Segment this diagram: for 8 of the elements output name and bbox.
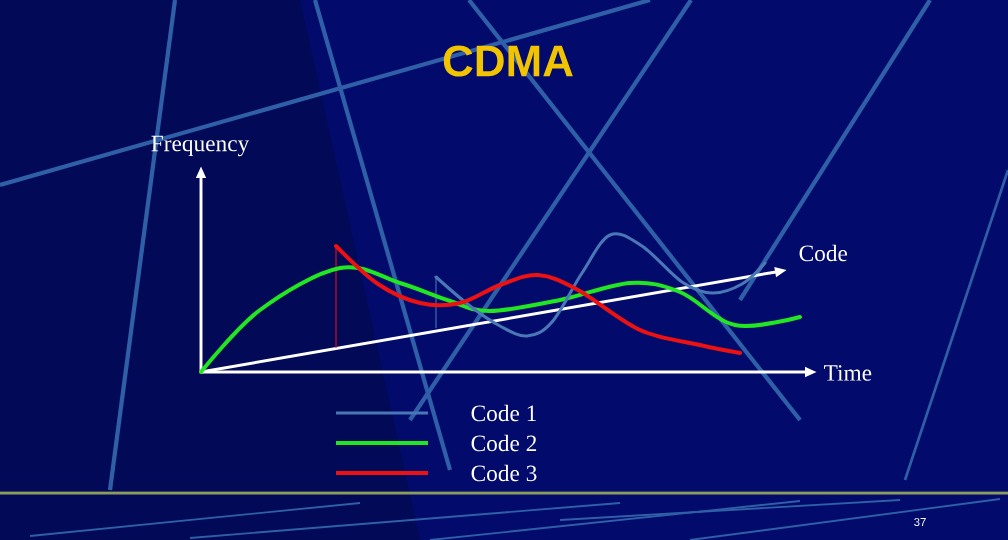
axis-label: Time bbox=[824, 365, 872, 381]
slide-title: CDMA bbox=[443, 45, 573, 77]
axis-label: Code bbox=[799, 244, 848, 262]
legend-label: Code 3 bbox=[471, 464, 537, 482]
legend-label: Code 2 bbox=[471, 434, 537, 452]
page-number: 37 bbox=[914, 518, 926, 526]
axis-label: Frequency bbox=[151, 135, 250, 157]
legend-label: Code 1 bbox=[471, 404, 536, 422]
